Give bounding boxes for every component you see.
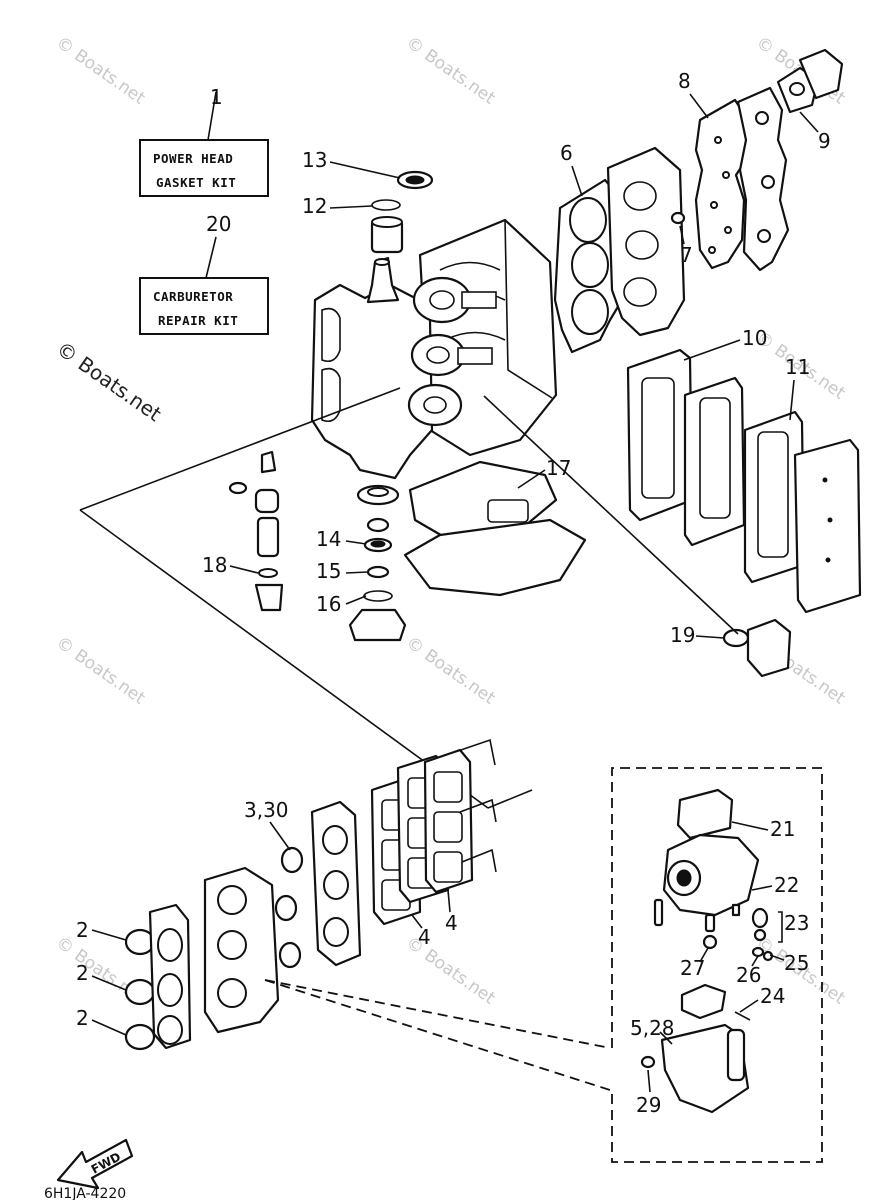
callout-9: 9	[818, 129, 831, 153]
callout-8: 8	[678, 69, 691, 93]
engine-block-illustration	[228, 170, 558, 642]
callout-13: 13	[302, 148, 327, 172]
exhaust-guide-parts	[403, 460, 587, 597]
callout-5-28: 5,28	[630, 1016, 675, 1040]
callout-3-30: 3,30	[244, 798, 289, 822]
watermark: © Boats.net	[402, 933, 499, 1009]
callout-4: 4	[445, 911, 458, 935]
kit-label-line1: POWER HEAD	[153, 151, 233, 166]
callout-26: 26	[736, 963, 761, 987]
watermark: © Boats.net	[52, 633, 149, 709]
exhaust-cover-parts	[626, 348, 862, 614]
callout-20: 20	[206, 212, 231, 236]
callout-22: 22	[774, 873, 799, 897]
kit-label-line1: CARBURETOR	[153, 289, 233, 304]
callout-29: 29	[636, 1093, 661, 1117]
callout-12: 12	[302, 194, 327, 218]
watermark: © Boats.net	[402, 33, 499, 109]
callout-15: 15	[316, 559, 341, 583]
watermark: © Boats.net	[52, 33, 149, 109]
kit-label-line2: REPAIR KIT	[158, 313, 238, 328]
callout-17: 17	[546, 456, 571, 480]
callout-2: 2	[76, 961, 89, 985]
watermark: © Boats.net	[402, 633, 499, 709]
assembly-lead-lines	[79, 387, 533, 809]
callout-18: 18	[202, 553, 227, 577]
callout-11: 11	[785, 355, 810, 379]
callout-25: 25	[784, 951, 809, 975]
callout-2: 2	[76, 1006, 89, 1030]
callout-6: 6	[560, 141, 573, 165]
callout-16: 16	[316, 592, 341, 616]
callout-21: 21	[770, 817, 795, 841]
callout-23: 23	[784, 911, 809, 935]
carburetor-kit-group	[611, 767, 823, 1163]
power-head-gasket-kit: 1 POWER HEAD GASKET KIT	[139, 85, 269, 197]
callout-24: 24	[760, 984, 785, 1008]
callout-10: 10	[742, 326, 767, 350]
callout-14: 14	[316, 527, 341, 551]
diagram-code: 6H1JA-4220	[44, 1186, 126, 1200]
cylinder-head-parts	[553, 48, 844, 354]
callout-2: 2	[76, 918, 89, 942]
intake-parts	[124, 738, 611, 1091]
forward-arrow-icon: FWD	[56, 1138, 134, 1190]
callout-4: 4	[418, 925, 431, 949]
callout-7: 7	[680, 243, 693, 267]
kit-label-line2: GASKET KIT	[156, 175, 236, 190]
fuel-pump	[483, 395, 792, 678]
callouts: 13 12 6 8 9 7 10 11 17 14 15 16 18 19 3,…	[76, 69, 831, 1117]
watermark-large: © Boats.net	[52, 336, 166, 426]
callout-19: 19	[670, 623, 695, 647]
carburetor-repair-kit: 20 CARBURETOR REPAIR KIT	[139, 212, 269, 335]
callout-1: 1	[210, 85, 223, 109]
